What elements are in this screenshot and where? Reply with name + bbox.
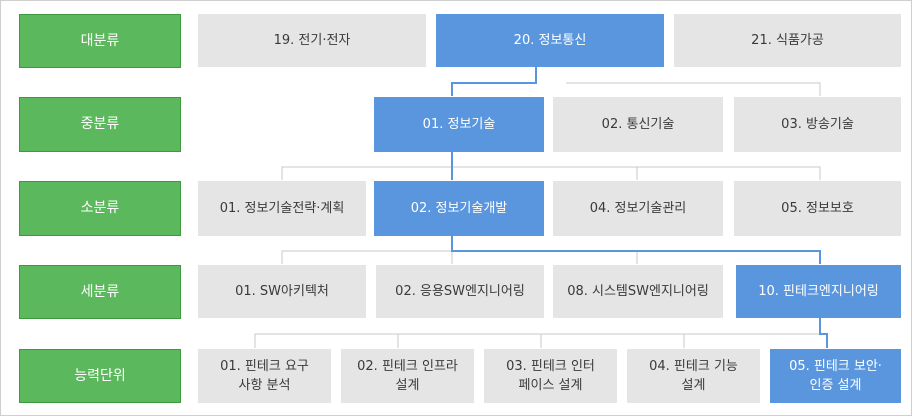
connector-detail-unit-gray [254,333,820,348]
unit-item-security-auth[interactable]: 05. 핀테크 보안· 인증 설계 [770,349,901,403]
major-item-food[interactable]: 21. 식품가공 [674,14,901,67]
level-label-middle: 중분류 [19,97,181,152]
connector-detail-unit-blue [819,318,828,348]
connector-minor-detail-gray [281,250,453,264]
level-label-unit: 능력단위 [19,349,181,403]
level-label-major: 대분류 [19,14,181,68]
unit-item-interface[interactable]: 03. 핀테크 인터 페이스 설계 [484,349,617,403]
major-item-infocomm[interactable]: 20. 정보통신 [436,14,664,67]
minor-item-strategy[interactable]: 01. 정보기술전략·계획 [198,181,366,236]
level-label-detail: 세분류 [19,265,181,319]
connector-minor-detail-blue [451,236,821,264]
minor-item-development[interactable]: 02. 정보기술개발 [374,181,544,236]
middle-item-infotech[interactable]: 01. 정보기술 [374,97,544,152]
connector-major-middle-gray [566,82,821,96]
detail-item-application-sw[interactable]: 02. 응용SW엔지니어링 [376,265,544,318]
major-item-electric[interactable]: 19. 전기·전자 [198,14,426,67]
unit-item-function[interactable]: 04. 핀테크 기능 설계 [627,349,760,403]
level-label-minor: 소분류 [19,181,181,236]
unit-item-infrastructure[interactable]: 02. 핀테크 인프라 설계 [341,349,474,403]
connector-middle-minor-gray [281,166,821,180]
detail-item-fintech[interactable]: 10. 핀테크엔지니어링 [736,265,901,318]
detail-item-system-sw[interactable]: 08. 시스템SW엔지니어링 [553,265,723,318]
unit-item-requirements[interactable]: 01. 핀테크 요구 사항 분석 [198,349,331,403]
detail-item-sw-architecture[interactable]: 01. SW아키텍처 [198,265,366,318]
minor-item-management[interactable]: 04. 정보기술관리 [553,181,723,236]
connector-major-middle-blue [451,67,537,96]
middle-item-telecom[interactable]: 02. 통신기술 [553,97,723,152]
minor-item-security[interactable]: 05. 정보보호 [734,181,901,236]
middle-item-broadcast[interactable]: 03. 방송기술 [734,97,901,152]
